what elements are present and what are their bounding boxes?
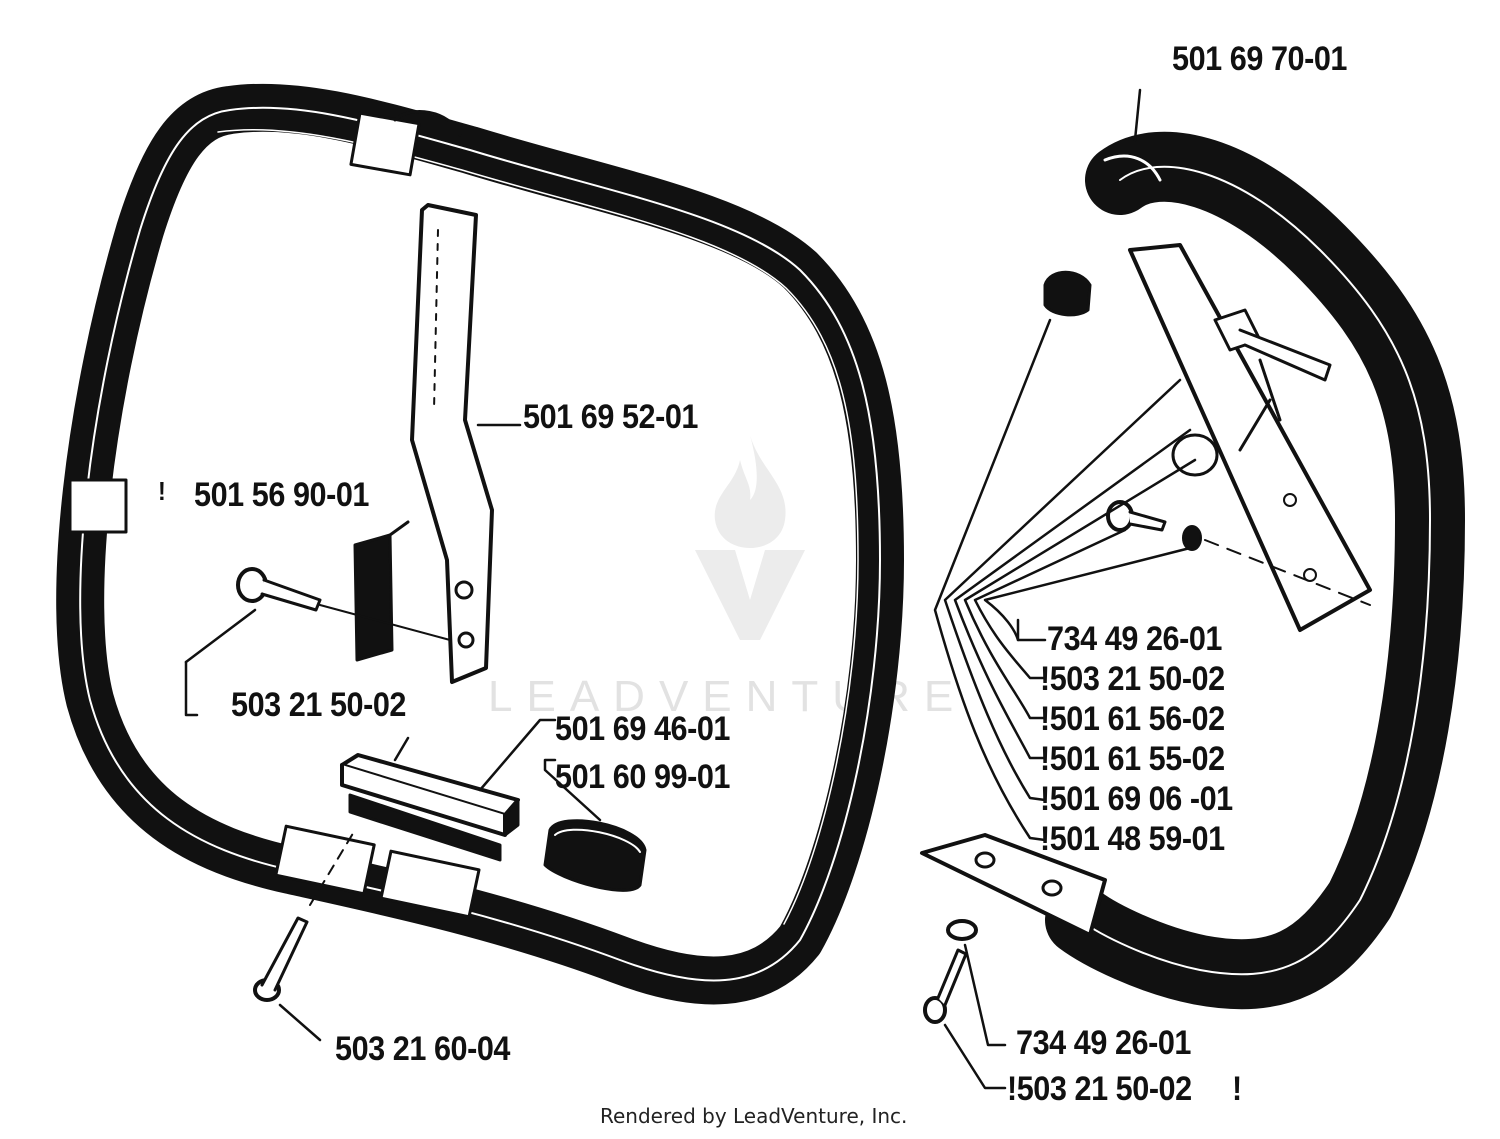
part-label: 501 60 99-01 xyxy=(555,758,730,796)
screw-left xyxy=(236,567,451,641)
part-label: !501 61 56-02 xyxy=(1040,700,1225,738)
spacer-block xyxy=(353,520,410,662)
leaders-left xyxy=(184,423,602,1042)
part-label: 501 69 46-01 xyxy=(555,710,730,748)
footer-credit: Rendered by LeadVenture, Inc. xyxy=(600,1104,908,1128)
part-label: !503 21 50-02 xyxy=(1007,1070,1192,1108)
part-label: 501 56 90-01 xyxy=(194,476,369,514)
mark-bang: ! xyxy=(158,476,166,506)
part-label: !501 61 55-02 xyxy=(1040,740,1225,778)
part-label: 734 49 26-01 xyxy=(1047,620,1222,658)
rubber-bushing xyxy=(543,819,647,892)
leadventure-logo-icon xyxy=(695,435,805,640)
screw-bottom xyxy=(253,829,356,1002)
bracket-plate xyxy=(410,203,494,684)
part-label: 503 21 50-02 xyxy=(231,686,406,724)
part-label: 503 21 60-04 xyxy=(335,1030,510,1068)
part-label: 734 49 26-01 xyxy=(1016,1024,1191,1062)
leaders-right xyxy=(933,88,1197,1090)
part-label: !503 21 50-02 xyxy=(1040,660,1225,698)
part-label: !501 48 59-01 xyxy=(1040,820,1225,858)
clamp-bar xyxy=(340,753,520,862)
part-label: 501 69 52-01 xyxy=(523,398,698,436)
right-hardware xyxy=(923,270,1371,1024)
part-label: !501 69 06 -01 xyxy=(1040,780,1233,818)
front-handle-frame xyxy=(56,83,904,1005)
part-label: 501 69 70-01 xyxy=(1172,40,1347,78)
rear-handle-frame xyxy=(920,131,1465,1010)
mark-bang: ! xyxy=(1232,1070,1242,1108)
